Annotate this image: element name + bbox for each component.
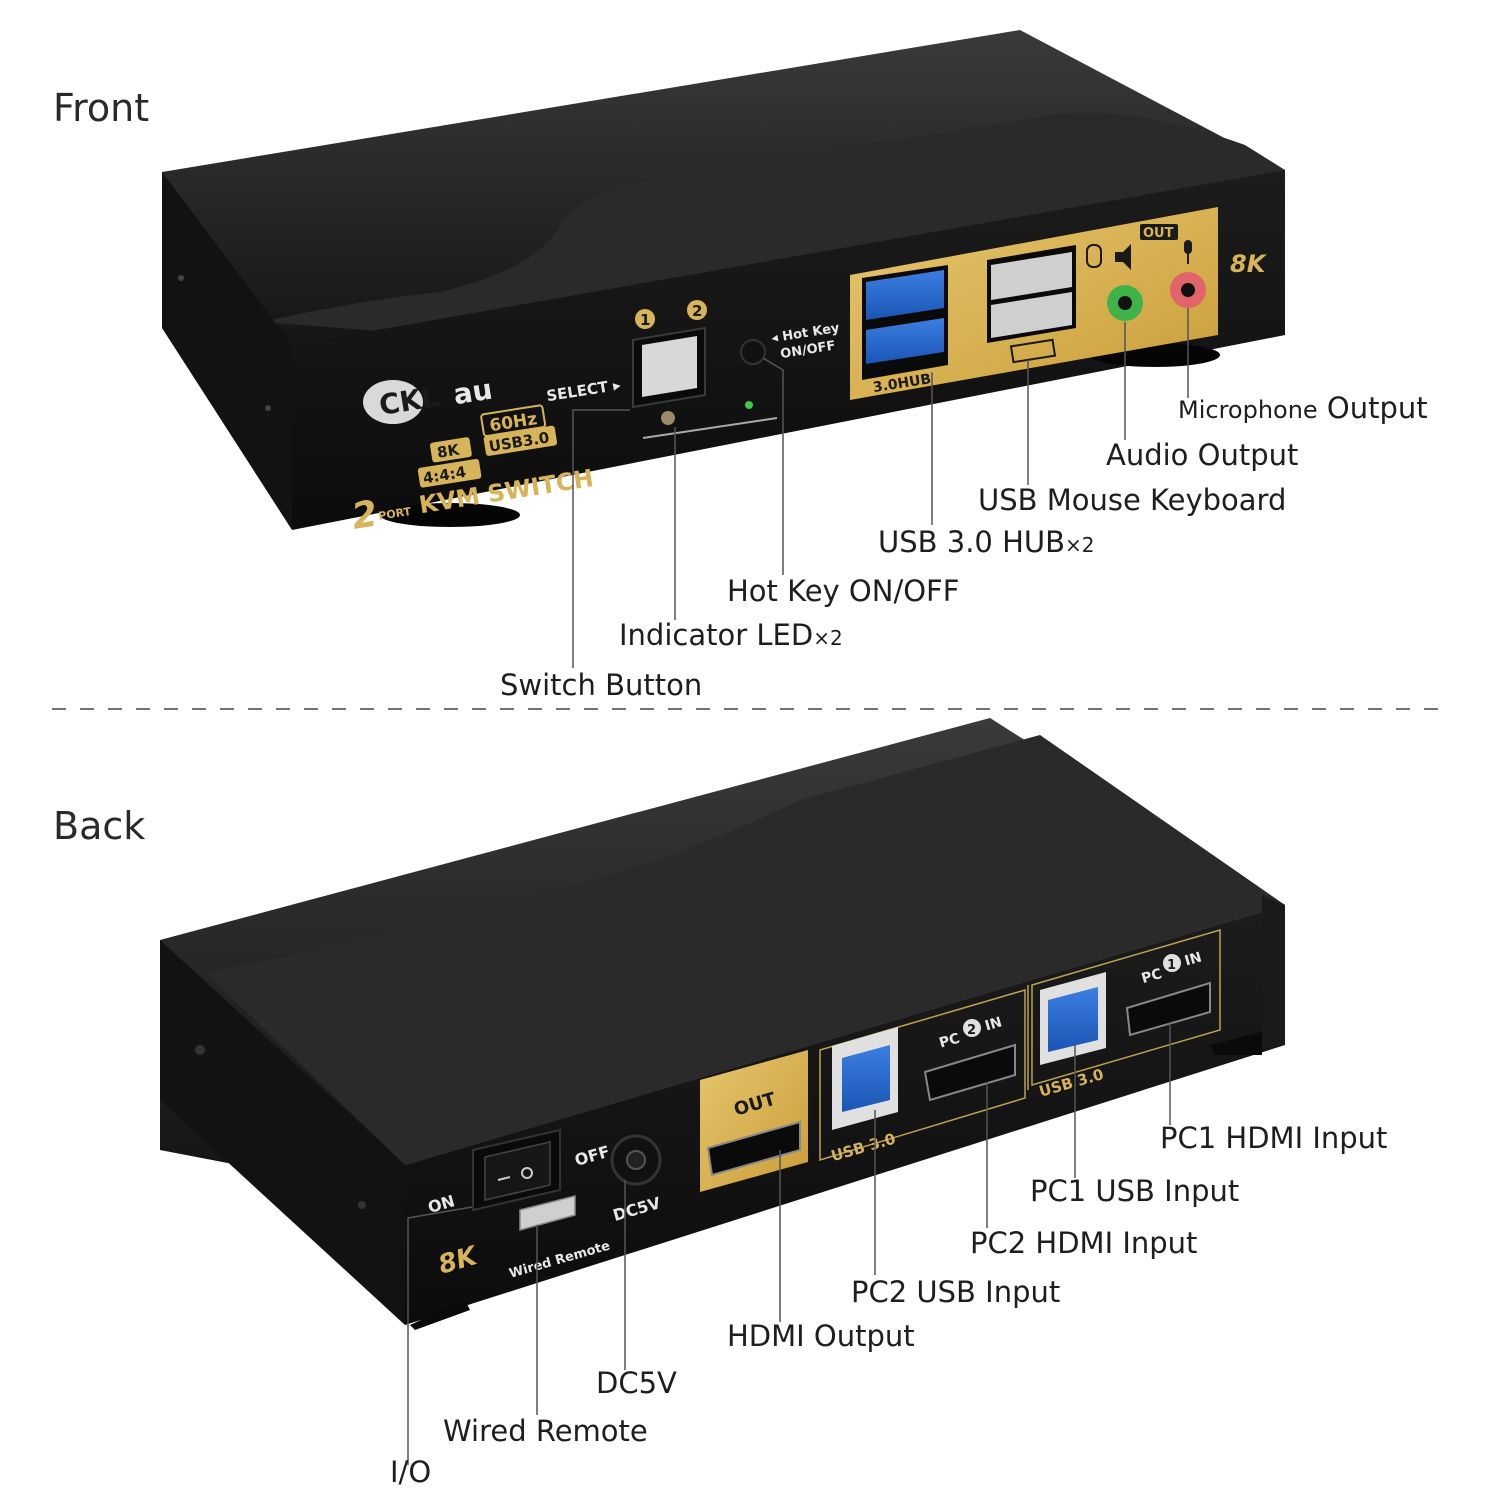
screw-hole bbox=[195, 1045, 205, 1055]
callout-usb-hub-text: USB 3.0 HUB bbox=[878, 525, 1066, 559]
ports-word: PORT bbox=[377, 505, 412, 523]
pc2-marker bbox=[963, 1019, 981, 1037]
callout-usb-hub: USB 3.0 HUB×2 bbox=[878, 528, 1095, 557]
callout-io: I/O bbox=[390, 1455, 432, 1489]
pc1-pre: PC bbox=[1140, 966, 1164, 987]
hotkey-button[interactable] bbox=[740, 339, 766, 365]
callout-indicator-text: Indicator LED bbox=[619, 618, 814, 652]
callout-pc2-hdmi: PC2 HDMI Input bbox=[970, 1226, 1198, 1260]
callout-usb-hub-mult: ×2 bbox=[1065, 533, 1095, 557]
callout-microphone-output: Microphone Output bbox=[1178, 394, 1428, 423]
callout-pc1-usb: PC1 USB Input bbox=[1030, 1174, 1240, 1208]
pc1-hdmi-port bbox=[1125, 981, 1211, 1037]
power-switch[interactable] bbox=[484, 1141, 551, 1201]
speaker-icon bbox=[1115, 244, 1131, 270]
wired-remote-port bbox=[519, 1195, 576, 1231]
usb-kbm-port-2 bbox=[991, 292, 1072, 338]
callout-indicator-mult: ×2 bbox=[813, 626, 843, 650]
badge-8k: 8K bbox=[436, 440, 462, 461]
mouse-icon bbox=[1086, 244, 1102, 268]
callout-audio-output: Audio Output bbox=[1106, 438, 1299, 472]
callout-switch-button: Switch Button bbox=[500, 668, 703, 702]
callout-usb-mouse-keyboard: USB Mouse Keyboard bbox=[978, 483, 1287, 517]
back-leader-lines bbox=[407, 1022, 1171, 1465]
usb-hub-port-1 bbox=[866, 270, 944, 320]
led-2 bbox=[745, 401, 753, 409]
brand-au: au bbox=[451, 373, 495, 412]
front-title: Front bbox=[53, 86, 150, 130]
callout-microphone-small: Microphone bbox=[1178, 396, 1318, 424]
back-foot-left bbox=[410, 1300, 470, 1330]
front-device: CKL au 60Hz 8K USB3.0 4:4:4 2 PORT KVM S… bbox=[162, 30, 1285, 668]
front-foot-left bbox=[380, 503, 520, 527]
back-device: ON OFF Wired Remote 8K DC5V OUT USB 3.0 … bbox=[160, 718, 1285, 1465]
back-foot-right bbox=[1210, 1032, 1262, 1055]
screw-hole bbox=[178, 275, 184, 281]
hdmi-out-port bbox=[706, 1120, 801, 1177]
pc2-num: 2 bbox=[967, 1023, 976, 1038]
pc2-post: IN bbox=[983, 1014, 1004, 1034]
callout-hdmi-output: HDMI Output bbox=[727, 1319, 915, 1353]
callout-pc2-usb: PC2 USB Input bbox=[851, 1275, 1061, 1309]
mic-icon bbox=[1184, 240, 1192, 254]
front-lid bbox=[262, 112, 1285, 335]
out-label: OUT bbox=[1143, 226, 1174, 241]
port1-number: 1 bbox=[640, 311, 650, 329]
screw-hole bbox=[358, 1201, 366, 1209]
usb-hub-port-2 bbox=[866, 318, 944, 364]
pc1-num: 1 bbox=[1167, 958, 1176, 973]
pc1-marker bbox=[1163, 954, 1181, 972]
callout-hot-key: Hot Key ON/OFF bbox=[727, 574, 960, 608]
pc2-frame bbox=[819, 988, 1026, 1162]
callout-pc1-hdmi: PC1 HDMI Input bbox=[1160, 1121, 1388, 1155]
back-left-side bbox=[160, 940, 405, 1325]
front-leader-lines bbox=[572, 308, 1189, 668]
back-lid bbox=[205, 735, 1285, 1165]
back-title: Back bbox=[53, 804, 146, 848]
brand-logo bbox=[363, 380, 423, 424]
out-badge bbox=[1140, 224, 1178, 240]
screw-hole bbox=[265, 405, 271, 411]
keyboard-icon bbox=[1009, 338, 1057, 364]
port2-number: 2 bbox=[692, 302, 702, 320]
port1-marker bbox=[635, 309, 655, 329]
switch-button[interactable] bbox=[642, 336, 697, 397]
pc2-usb-port bbox=[842, 1045, 890, 1112]
front-left-side bbox=[162, 172, 292, 530]
callout-indicator-led: Indicator LED×2 bbox=[619, 621, 843, 650]
led-1 bbox=[661, 411, 675, 425]
port2-marker bbox=[687, 300, 707, 320]
pc1-usb-port bbox=[1048, 987, 1098, 1052]
pc2-pre: PC bbox=[937, 1031, 961, 1052]
pc2-hdmi-port bbox=[923, 1043, 1016, 1102]
led-underline bbox=[642, 417, 778, 439]
callout-wired-remote: Wired Remote bbox=[443, 1414, 648, 1448]
callout-microphone-big: Output bbox=[1326, 391, 1428, 425]
pc1-post: IN bbox=[1183, 949, 1204, 969]
usb-kbm-port-1 bbox=[991, 252, 1072, 300]
front-8k-mark: 8K bbox=[1230, 250, 1268, 278]
pc1-frame bbox=[1031, 928, 1221, 1087]
callout-dc5v: DC5V bbox=[596, 1366, 677, 1400]
